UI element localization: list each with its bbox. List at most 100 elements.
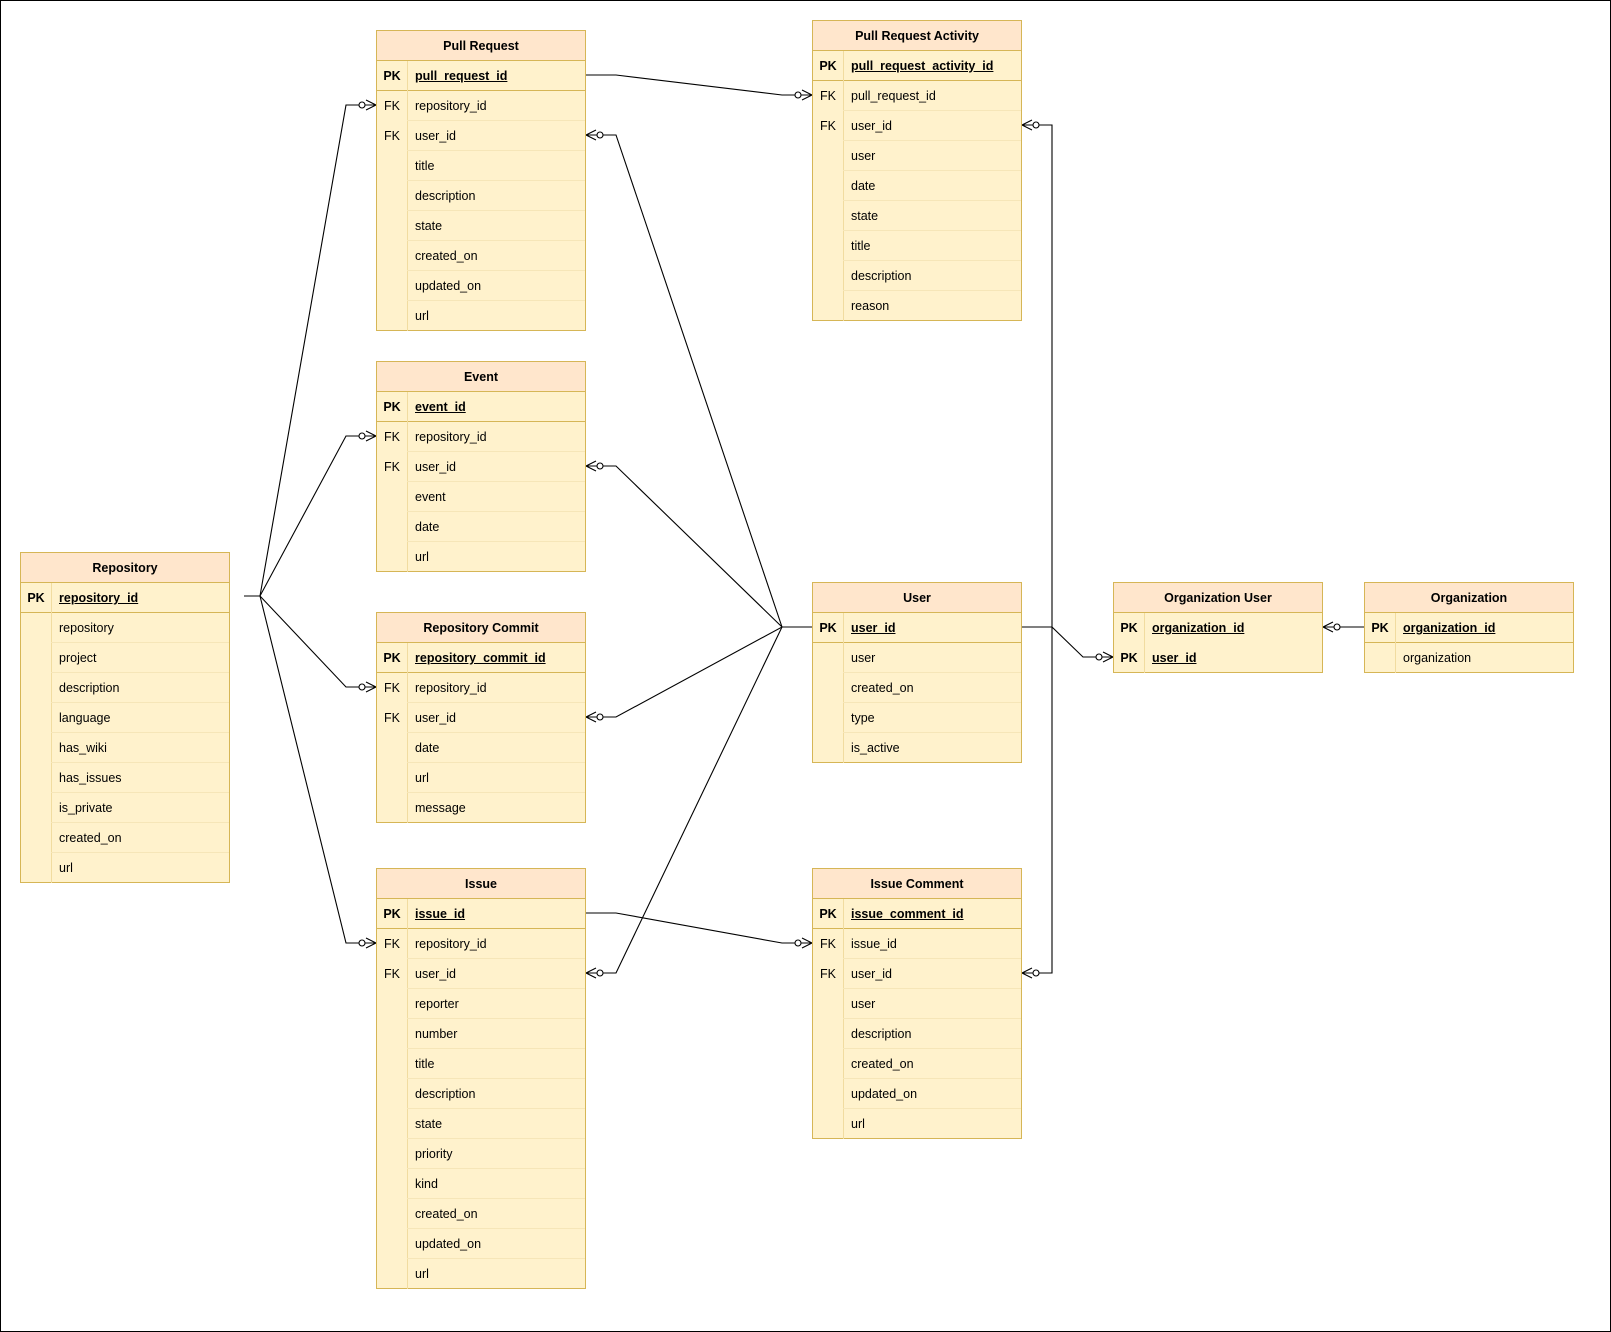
entity-field-row[interactable]: url: [21, 853, 229, 883]
entity-field-row[interactable]: state: [377, 1109, 585, 1139]
entity-field-row[interactable]: kind: [377, 1169, 585, 1199]
entity-field-row[interactable]: url: [377, 542, 585, 572]
key-label: [813, 1019, 843, 1049]
entity-field-row[interactable]: description: [377, 1079, 585, 1109]
column-divider: [407, 959, 408, 989]
field-name: user: [851, 651, 876, 665]
entity-field-row[interactable]: url: [377, 301, 585, 331]
entity-field-row[interactable]: language: [21, 703, 229, 733]
entity-field-row[interactable]: state: [377, 211, 585, 241]
entity-field-row[interactable]: date: [377, 733, 585, 763]
entity-field-row[interactable]: url: [377, 1259, 585, 1289]
entity-field-row[interactable]: is_active: [813, 733, 1021, 763]
entity-field-row[interactable]: created_on: [377, 241, 585, 271]
field-name: user_id: [415, 129, 456, 143]
entity-field-row[interactable]: updated_on: [377, 1229, 585, 1259]
entity-field-row[interactable]: created_on: [813, 1049, 1021, 1079]
entity-field-row[interactable]: user: [813, 643, 1021, 673]
entity-field-row[interactable]: has_wiki: [21, 733, 229, 763]
column-divider: [407, 989, 408, 1019]
entity-field-row[interactable]: priority: [377, 1139, 585, 1169]
entity-field-row[interactable]: title: [377, 1049, 585, 1079]
field-name: created_on: [851, 1057, 914, 1071]
entity-field-row[interactable]: created_on: [21, 823, 229, 853]
entity-field-row[interactable]: number: [377, 1019, 585, 1049]
entity-field-row[interactable]: updated_on: [813, 1079, 1021, 1109]
key-label: [813, 673, 843, 703]
entity-field-row[interactable]: description: [813, 261, 1021, 291]
entity-field-row[interactable]: reporter: [377, 989, 585, 1019]
entity-field-row[interactable]: url: [813, 1109, 1021, 1139]
entity-field-row[interactable]: updated_on: [377, 271, 585, 301]
field-name: type: [851, 711, 875, 725]
entity-field-row[interactable]: user: [813, 989, 1021, 1019]
entity-field-row[interactable]: state: [813, 201, 1021, 231]
entity-field-row[interactable]: project: [21, 643, 229, 673]
entity-field-row[interactable]: date: [813, 171, 1021, 201]
key-label: [377, 211, 407, 241]
entity-field-row[interactable]: reason: [813, 291, 1021, 321]
entity-field-row[interactable]: repository: [21, 613, 229, 643]
entity-field-row[interactable]: created_on: [377, 1199, 585, 1229]
entity-field-row[interactable]: has_issues: [21, 763, 229, 793]
connector-repository-to-repository-commit-zero-marker: [358, 683, 366, 691]
pk-key-label: PK: [1120, 621, 1138, 635]
entity-field-row[interactable]: title: [377, 151, 585, 181]
connector-repository-to-issue-zero-marker: [358, 939, 366, 947]
field-name: is_private: [59, 801, 113, 815]
entity-field-row[interactable]: url: [377, 763, 585, 793]
entity-field-row[interactable]: organization: [1365, 643, 1573, 673]
entity-field-row[interactable]: type: [813, 703, 1021, 733]
entity-field-row[interactable]: event: [377, 482, 585, 512]
entity-field-row[interactable]: message: [377, 793, 585, 823]
entity-field-row[interactable]: description: [377, 181, 585, 211]
key-label: [377, 151, 407, 181]
field-name: pull_request_id: [851, 89, 936, 103]
connector-repository-to-issue: [244, 595, 376, 944]
entity-field-row[interactable]: user: [813, 141, 1021, 171]
pk-key-label: PK: [383, 651, 401, 665]
entity-field-row[interactable]: description: [813, 1019, 1021, 1049]
entity-field-row[interactable]: created_on: [813, 673, 1021, 703]
key-label: [21, 853, 51, 883]
entity-field-row[interactable]: date: [377, 512, 585, 542]
entity-field-row[interactable]: is_private: [21, 793, 229, 823]
entity-field-row[interactable]: description: [21, 673, 229, 703]
field-name: created_on: [851, 681, 914, 695]
entity-field-row[interactable]: title: [813, 231, 1021, 261]
connector-organization-to-organization-user-zero-marker: [1333, 623, 1341, 631]
